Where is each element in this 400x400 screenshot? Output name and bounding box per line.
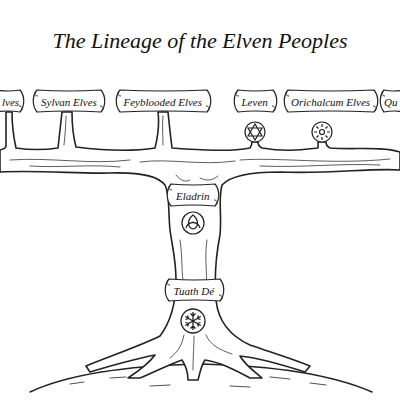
lineage-name: Qu bbox=[384, 96, 397, 109]
banner-curl bbox=[166, 279, 221, 301]
orichalcum-symbol bbox=[312, 122, 332, 142]
banner-body bbox=[0, 90, 24, 112]
snowflake-symbol bbox=[181, 309, 205, 333]
banner-body bbox=[116, 90, 211, 112]
banner-body bbox=[33, 90, 105, 112]
banner-curl bbox=[169, 184, 217, 206]
lineage-name: Feyblooded Elves bbox=[124, 96, 203, 109]
lineage-name: Eladrin bbox=[176, 190, 210, 203]
banner-scroll: Orichalcum Elves bbox=[284, 89, 378, 113]
banner-body bbox=[165, 279, 224, 301]
banner-body bbox=[284, 90, 378, 112]
banner-scroll: Qu bbox=[380, 89, 400, 113]
banner-curl bbox=[35, 90, 103, 112]
banner-body bbox=[167, 184, 219, 206]
banner-curl bbox=[117, 90, 208, 112]
leven-symbol bbox=[245, 122, 265, 142]
banner-body bbox=[380, 90, 400, 112]
banner-scroll: Leven bbox=[234, 89, 277, 113]
lineage-name: Orichalcum Elves bbox=[291, 96, 370, 109]
tree-trunk-and-branches bbox=[0, 112, 400, 380]
lineage-name: Tuath Dé bbox=[174, 285, 215, 298]
banner-curl bbox=[235, 90, 274, 112]
banner-scroll: Tuath Dé bbox=[165, 278, 224, 302]
banner-scroll: Feyblooded Elves bbox=[116, 89, 211, 113]
banner-scroll: lves bbox=[0, 89, 24, 113]
triquetra-symbol bbox=[182, 212, 204, 234]
banner-body bbox=[234, 90, 277, 112]
banner-curl bbox=[382, 90, 400, 112]
lineage-name: lves bbox=[2, 96, 19, 109]
lineage-name: Sylvan Elves bbox=[41, 96, 97, 109]
banner-curl bbox=[286, 90, 376, 112]
bark-texture bbox=[10, 116, 390, 370]
banner-scroll: Eladrin bbox=[167, 183, 219, 207]
banner-curl bbox=[0, 90, 22, 112]
banner-scroll: Sylvan Elves bbox=[33, 89, 105, 113]
diagram-title: The Lineage of the Elven Peoples bbox=[0, 28, 400, 54]
lineage-name: Leven bbox=[242, 96, 268, 109]
